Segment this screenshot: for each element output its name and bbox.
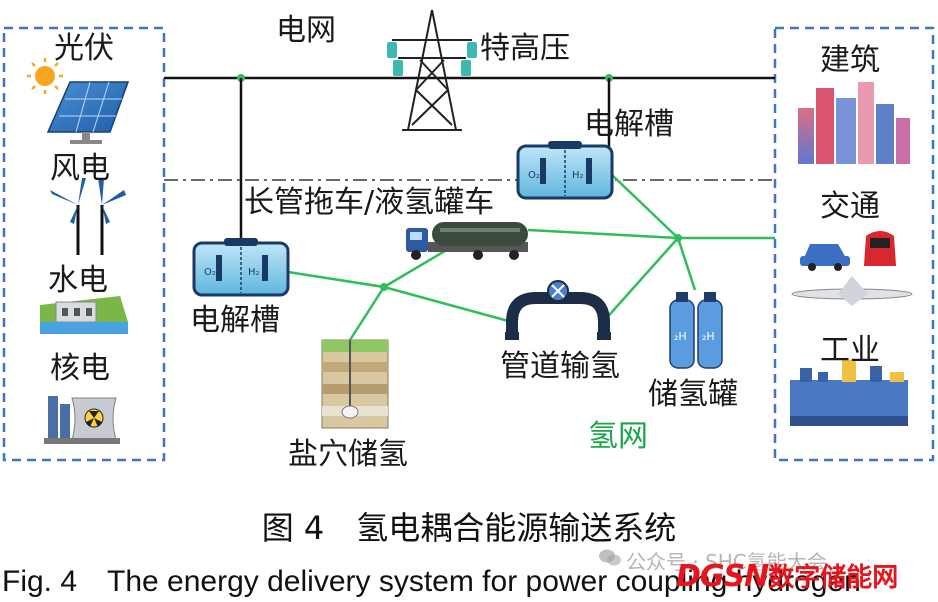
pipeline-icon xyxy=(505,280,611,340)
energy-system-diagram: O₂ H₂ O₂ H₂ xyxy=(2,9,935,472)
industry-icon xyxy=(790,360,908,426)
dgsn-logo: DGSN数字储能网 xyxy=(676,557,898,594)
salt-cavern-icon xyxy=(321,339,389,429)
loads-box xyxy=(773,26,935,462)
electrolyzer-left-label: 电解槽 xyxy=(190,303,280,338)
sun-icon xyxy=(27,58,63,94)
tank-tag: ₂H xyxy=(702,330,715,343)
h2-junction xyxy=(380,283,388,291)
wind-turbine-icon xyxy=(76,205,104,255)
watermark-text: 公众号 · SHC氢能大会 xyxy=(626,550,827,574)
logo-en: DGSN xyxy=(676,559,769,594)
logo-cn: 数字储能网 xyxy=(768,563,899,593)
source-label-hydro: 水电 xyxy=(48,263,108,298)
caption-chinese: 图 4 氢电耦合能源输送系统 xyxy=(261,509,677,547)
hydrogen-tank-icon xyxy=(669,292,723,369)
grid-label: 电网 xyxy=(276,13,336,48)
insulator-icon xyxy=(387,42,477,76)
load-label-building: 建筑 xyxy=(820,43,880,78)
pipeline-label: 管道输氢 xyxy=(500,349,620,384)
source-label-wind: 风电 xyxy=(50,151,110,186)
hydrogen-network xyxy=(287,174,775,341)
tanker-truck-icon xyxy=(406,222,528,260)
electrolyzer-right-icon xyxy=(516,141,614,200)
uhv-label: 特高压 xyxy=(480,31,570,66)
car-icon xyxy=(800,244,850,271)
transmission-tower-icon xyxy=(392,9,472,131)
train-icon xyxy=(864,231,896,266)
electrolyzer-tag: O₂ xyxy=(528,170,540,181)
h2-grid-label: 氢网 xyxy=(588,419,648,454)
tank-label: 储氢罐 xyxy=(648,377,738,412)
load-label-transport: 交通 xyxy=(820,189,880,224)
tanker-label: 长管拖车/液氢罐车 xyxy=(244,185,494,220)
airplane-icon xyxy=(791,276,913,306)
nuclear-plant-icon xyxy=(44,396,120,444)
h2-junction xyxy=(674,234,682,242)
tank-tag: ₂H xyxy=(674,330,687,343)
electrolyzer-right-label: 电解槽 xyxy=(584,107,674,142)
hydro-dam-icon xyxy=(40,296,128,334)
salt-cavern-label: 盐穴储氢 xyxy=(288,437,408,472)
wechat-icon xyxy=(599,549,621,566)
electrolyzer-tag: H₂ xyxy=(248,267,260,278)
source-label-solar: 光伏 xyxy=(54,31,114,66)
caption-english: Fig. 4 The energy delivery system for po… xyxy=(2,565,861,598)
wind-blades-icon xyxy=(50,178,126,224)
load-label-industry: 工业 xyxy=(820,333,880,368)
sources-box xyxy=(2,26,166,462)
electrolyzer-left-icon xyxy=(192,238,290,297)
source-label-nuclear: 核电 xyxy=(50,351,110,386)
solar-panel-icon xyxy=(46,81,130,144)
electrolyzer-tag: H₂ xyxy=(572,170,584,181)
electrolyzer-tag: O₂ xyxy=(204,267,216,278)
buildings-icon xyxy=(798,82,910,164)
